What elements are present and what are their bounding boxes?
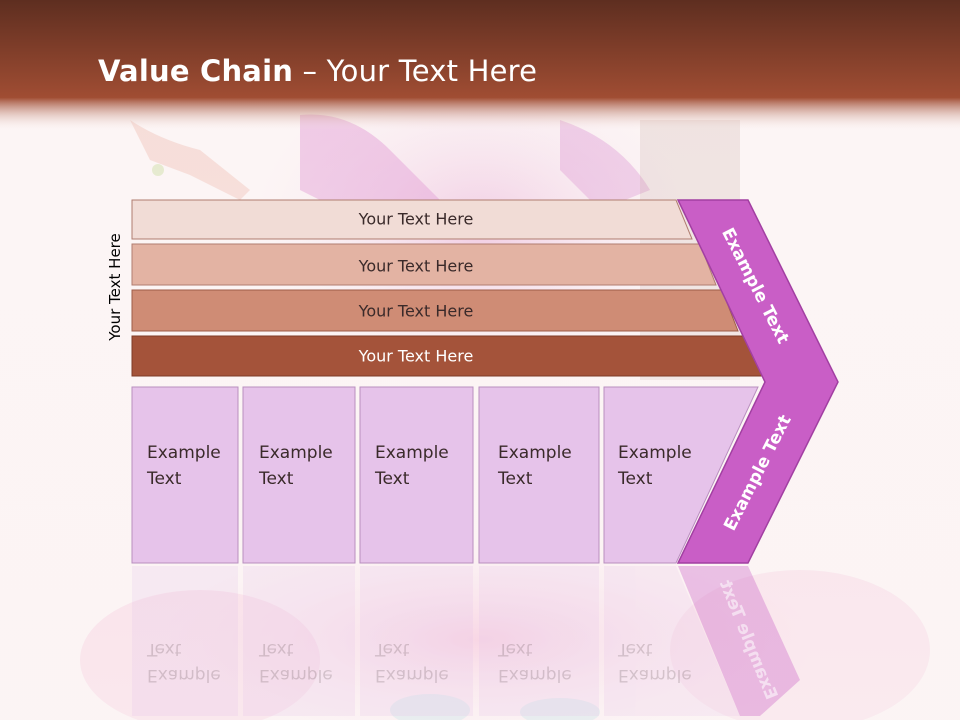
bar-4-label: Your Text Here [358,346,474,366]
chevron-reflection [678,566,800,716]
bar-3-label: Your Text Here [358,301,474,321]
chevron-arrow [676,199,839,564]
box-4-reflection [479,566,599,716]
bar-2 [131,243,717,286]
box-4 [478,386,600,564]
box-3-reflection [360,566,473,716]
box-5 [603,386,759,564]
bar-2-label: Your Text Here [358,256,474,276]
box-5-reflection [604,566,740,716]
box-2 [242,386,356,564]
bar-1 [131,199,693,240]
bar-1-label: Your Text Here [358,209,474,229]
box-1 [131,386,239,564]
box-2-reflection [243,566,355,716]
box-3 [359,386,474,564]
box-1-reflection [132,566,238,716]
bar-3 [131,289,739,332]
page-title: Value Chain – Your Text Here [98,54,538,88]
